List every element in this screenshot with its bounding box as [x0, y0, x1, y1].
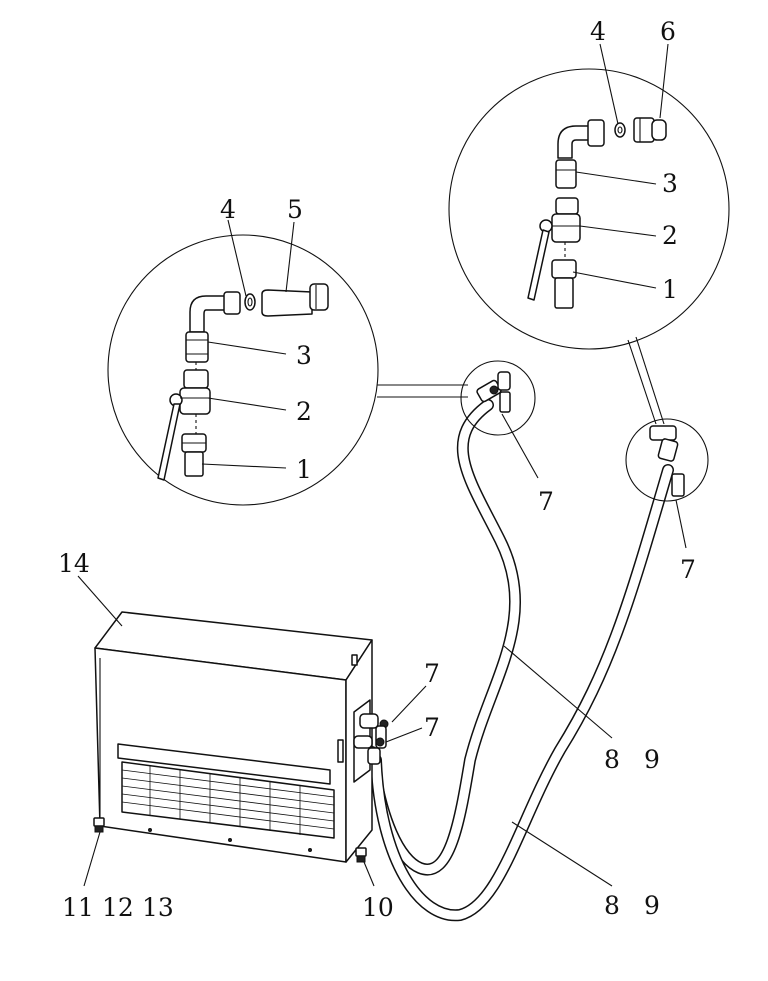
- callout-left-3: 3: [296, 341, 312, 370]
- callout-right-1: 1: [662, 275, 678, 304]
- right-detail-view: [448, 43, 730, 549]
- callout-right-4: 4: [590, 17, 606, 46]
- foot-right: [355, 847, 367, 863]
- callout-left-5: 5: [287, 195, 303, 224]
- callout-right-2: 2: [662, 221, 678, 250]
- callout-9-upper: 9: [644, 745, 660, 774]
- left-detail-circle: [107, 234, 379, 506]
- right-zoom-small-circle: [625, 418, 709, 502]
- side-latch: [351, 654, 358, 666]
- callout-side-7-upper: 7: [424, 659, 440, 688]
- callout-right-3: 3: [662, 169, 678, 198]
- left-zoom-small-circle: [460, 360, 536, 436]
- nut-fitting: [633, 117, 667, 143]
- callout-labels: 4 5 3 2 1 7 4 6 3 2 1 7 14 7 7 8 9 8 9 1…: [58, 17, 696, 922]
- cooling-unit-cabinet: [77, 575, 613, 887]
- callout-8-lower: 8: [604, 891, 620, 920]
- right-hose-barb: [551, 259, 577, 309]
- hose-barb: [181, 433, 207, 477]
- right-o-ring: [614, 122, 626, 138]
- callout-8-upper: 8: [604, 745, 620, 774]
- ball-valve: [157, 369, 211, 481]
- callout-11: 11: [62, 893, 94, 922]
- nipple-fitting: [185, 331, 209, 363]
- hose-8-9-lower: [370, 464, 674, 922]
- callout-side-7-lower: 7: [424, 713, 440, 742]
- left-connector-7: [476, 371, 511, 413]
- right-elbow-fitting: [557, 119, 605, 159]
- elbow-fitting: [189, 291, 241, 333]
- callout-right-6: 6: [660, 17, 676, 46]
- right-detail-circle: [448, 68, 730, 350]
- callout-left-7: 7: [538, 487, 554, 516]
- callout-13: 13: [142, 893, 174, 922]
- callout-left-2: 2: [296, 397, 312, 426]
- callout-9-lower: 9: [644, 891, 660, 920]
- adapter-fitting: [261, 283, 329, 317]
- callout-right-7: 7: [680, 555, 696, 584]
- ventilation-grille: [121, 761, 335, 839]
- right-nipple-fitting: [555, 159, 577, 189]
- side-connector-lower: [353, 735, 385, 765]
- right-connector-7: [649, 425, 685, 497]
- right-ball-valve: [527, 197, 581, 301]
- left-detail-view: [107, 219, 539, 506]
- callout-left-4: 4: [220, 195, 236, 224]
- callout-12: 12: [102, 893, 134, 922]
- hose-8-9-upper: [366, 399, 521, 876]
- callout-14: 14: [58, 549, 90, 578]
- callout-left-1: 1: [296, 455, 312, 484]
- o-ring: [244, 293, 256, 311]
- front-slot: [117, 743, 331, 785]
- foot-left: [93, 817, 105, 833]
- callout-10: 10: [362, 893, 394, 922]
